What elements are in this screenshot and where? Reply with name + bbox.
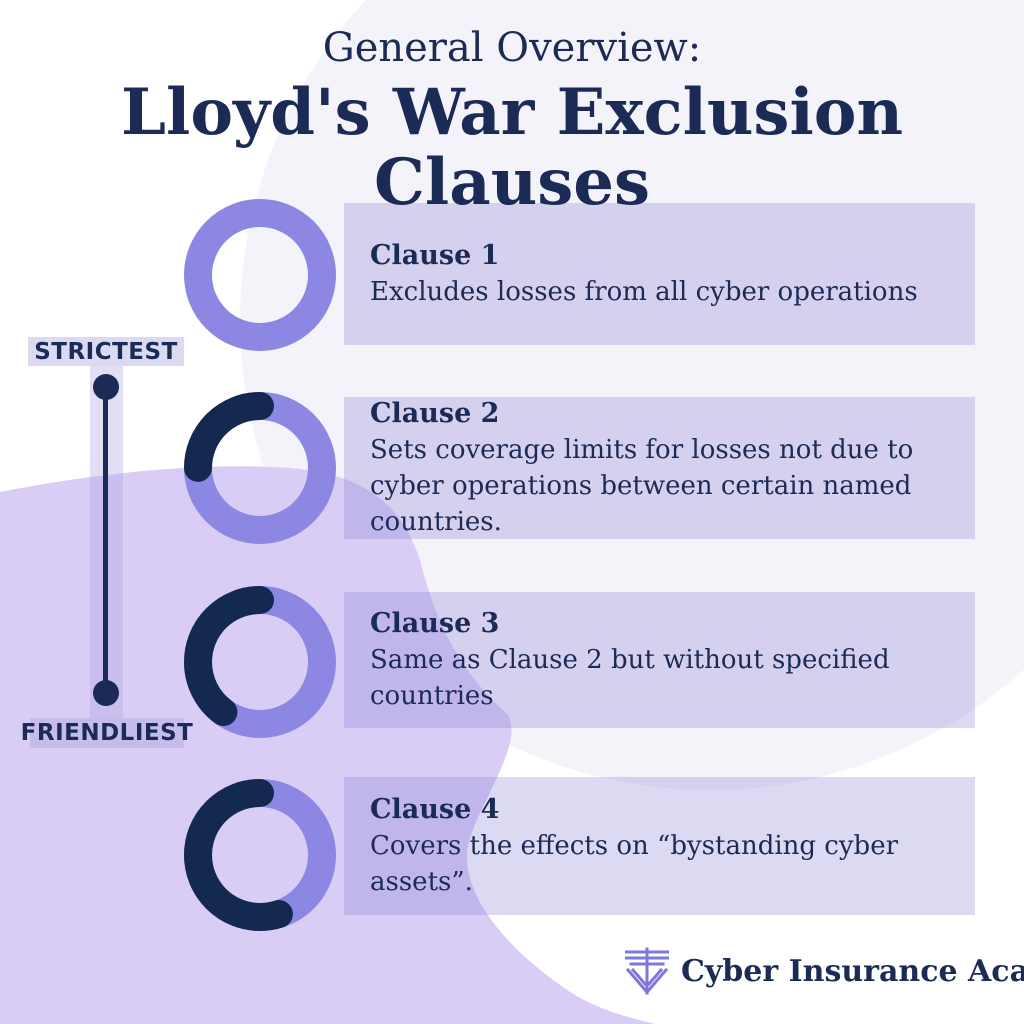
clause4-card: Clause 4 Covers the effects on “bystandi… [344, 777, 975, 915]
cyber-insurance-academy-logo-icon [625, 947, 669, 995]
clause2-title: Clause 2 [370, 398, 500, 429]
scale-label-strictest: STRICTEST [28, 337, 184, 366]
clause1-title: Clause 1 [370, 240, 500, 271]
clause4-donut-icon [184, 779, 336, 931]
brand-name: Cyber Insurance Academy [681, 953, 1024, 989]
clause2-card: Clause 2 Sets coverage limits for losses… [344, 397, 975, 539]
scale-dot-bottom [93, 680, 119, 706]
page-subtitle: General Overview: [322, 25, 702, 71]
page-title: Lloyd's War Exclusion Clauses [121, 75, 903, 221]
clause3-description: Same as Clause 2 but without specified c… [370, 645, 890, 711]
clause3-title: Clause 3 [370, 608, 500, 639]
clause3-card: Clause 3 Same as Clause 2 but without sp… [344, 592, 975, 728]
scale-label-friendliest: FRIENDLIEST [20, 718, 194, 748]
clause3-donut-icon [184, 586, 336, 738]
lavender-blob [0, 466, 655, 1024]
clause4-title: Clause 4 [370, 794, 500, 825]
clause1-donut-icon [184, 199, 336, 351]
pale-circle-blob [240, 0, 1024, 790]
brand-footer: Cyber Insurance Academy [625, 946, 1024, 996]
clause4-description: Covers the effects on “bystanding cyber … [370, 831, 899, 897]
clause1-description: Excludes losses from all cyber operation… [370, 277, 918, 307]
scale-axis-line [103, 387, 108, 694]
scale-dot-top [93, 374, 119, 400]
header: General Overview: Lloyd's War Exclusion … [0, 0, 1024, 219]
clause1-card: Clause 1 Excludes losses from all cyber … [344, 203, 975, 345]
clause2-donut-icon [184, 392, 336, 544]
clause2-description: Sets coverage limits for losses not due … [370, 435, 914, 537]
